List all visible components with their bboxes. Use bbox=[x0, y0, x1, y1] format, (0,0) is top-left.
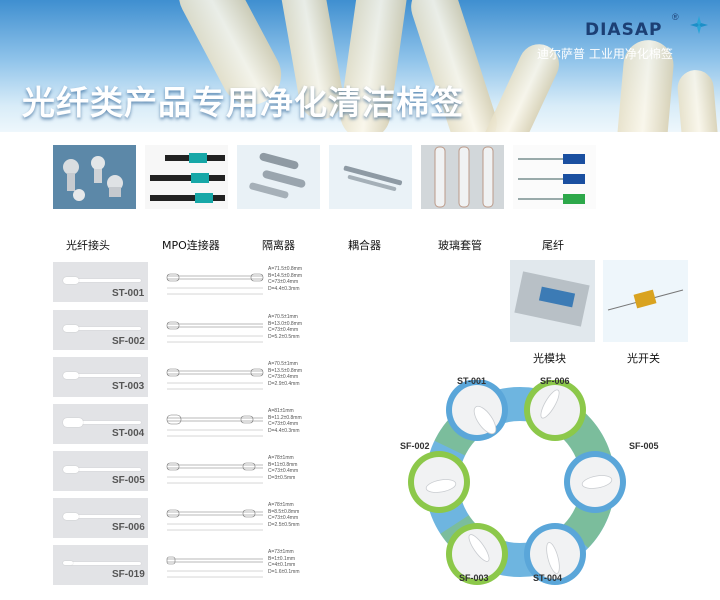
swab-code: ST-004 bbox=[112, 428, 145, 439]
swab-photo bbox=[53, 545, 148, 585]
swab-specs: A=78±1mm B=8.5±0.8mm C=73±0.4mm D=2.5±0.… bbox=[268, 502, 300, 528]
application-label: 耦合器 bbox=[348, 239, 381, 252]
optical-module-image bbox=[510, 260, 595, 342]
swab-dimension-drawing bbox=[166, 509, 263, 531]
coupler-image bbox=[329, 145, 412, 209]
registered-mark: ® bbox=[672, 12, 679, 22]
mpo-connector-image bbox=[145, 145, 228, 209]
application-label: 光模块 bbox=[533, 352, 566, 365]
application-label: 光纤接头 bbox=[66, 239, 110, 252]
glass-sleeve-image bbox=[421, 145, 504, 209]
pigtail-image bbox=[513, 145, 596, 209]
swab-code: ST-003 bbox=[112, 381, 145, 392]
brand-name: DIASAP bbox=[585, 20, 663, 40]
page-title: 光纤类产品专用净化清洁棉签 bbox=[22, 83, 464, 122]
swab-specs: A=73±1mm B=1±0.1mm C=4±0.1mm D=1.6±0.1mm bbox=[268, 549, 300, 575]
fiber-connector-image bbox=[53, 145, 136, 209]
swab-photo bbox=[53, 404, 148, 444]
ring-label: SF-002 bbox=[400, 441, 430, 451]
application-label: 光开关 bbox=[627, 352, 660, 365]
swab-specs: A=70.5±1mm B=13.5±0.8mm C=73±0.4mm D=2.9… bbox=[268, 361, 303, 387]
brand-logo-icon bbox=[690, 16, 708, 34]
swab-photo bbox=[53, 451, 148, 491]
application-label: 尾纤 bbox=[542, 239, 564, 252]
optical-switch-image bbox=[603, 260, 688, 342]
ring-label: SF-003 bbox=[459, 573, 489, 583]
swab-dimension-drawing bbox=[166, 321, 263, 343]
application-label: 玻璃套管 bbox=[438, 239, 482, 252]
swab-specs: A=81±1mm B=11.2±0.8mm C=73±0.4mm D=4.4±0… bbox=[268, 408, 302, 434]
swab-specs: A=78±1mm B=11±0.8mm C=73±0.4mm D=3±0.5mm bbox=[268, 455, 299, 481]
swab-code: SF-002 bbox=[112, 336, 145, 347]
swab-photo bbox=[53, 498, 148, 538]
swab-code: ST-001 bbox=[112, 288, 145, 299]
ring-label: SF-005 bbox=[629, 441, 659, 451]
isolator-image bbox=[237, 145, 320, 209]
application-label: MPO连接器 bbox=[162, 239, 220, 252]
swab-code: SF-019 bbox=[112, 569, 145, 580]
banner-swab-decoration bbox=[676, 68, 720, 132]
brand-slogan: 迪尔萨普 工业用净化棉签 bbox=[537, 47, 673, 61]
swab-dimension-drawing bbox=[166, 556, 263, 578]
application-label: 隔离器 bbox=[262, 239, 295, 252]
swab-code: SF-006 bbox=[112, 522, 145, 533]
swab-photo bbox=[53, 262, 148, 302]
swab-dimension-drawing bbox=[166, 462, 263, 484]
header-banner bbox=[0, 0, 720, 132]
swab-code: SF-005 bbox=[112, 475, 145, 486]
swab-photo bbox=[53, 357, 148, 397]
ring-label: ST-001 bbox=[457, 376, 487, 386]
ring-label: ST-004 bbox=[533, 573, 563, 583]
swab-photo bbox=[53, 310, 148, 350]
ring-label: SF-006 bbox=[540, 376, 570, 386]
swab-specs: A=71.5±0.8mm B=14.5±0.8mm C=73±0.4mm D=4… bbox=[268, 266, 303, 292]
swab-dimension-drawing bbox=[166, 273, 264, 295]
swab-specs: A=70.5±1mm B=13.0±0.8mm C=73±0.4mm D=5.2… bbox=[268, 314, 303, 340]
swab-tip-ring bbox=[408, 380, 626, 585]
swab-dimension-drawing bbox=[166, 368, 264, 390]
swab-dimension-drawing bbox=[166, 414, 263, 437]
